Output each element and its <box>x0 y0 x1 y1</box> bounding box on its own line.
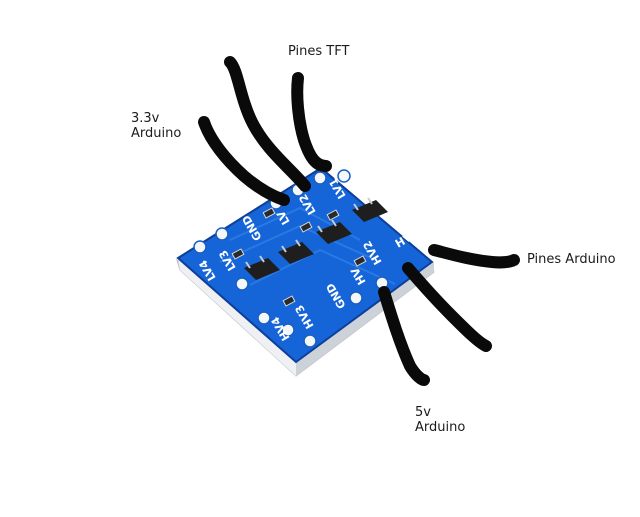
header-pads-bottom <box>281 276 389 348</box>
marker-stroke-pines-arduino <box>428 244 520 269</box>
label-33v-arduino: 3.3v Arduino <box>131 111 181 141</box>
label-pines-arduino: Pines Arduino <box>527 252 616 267</box>
marker-stroke-5v-b <box>402 262 492 352</box>
label-33v-line1: 3.3v <box>131 111 160 126</box>
marker-stroke-tft-b <box>291 72 332 172</box>
mosfets <box>244 200 388 280</box>
label-5v-line2: Arduino <box>415 420 466 435</box>
marker-stroke-tft-a <box>224 56 311 192</box>
silk-label-lv: LV <box>274 208 293 227</box>
board-base <box>176 258 435 377</box>
resistors <box>231 207 367 307</box>
label-pines-tft: Pines TFT <box>288 44 350 59</box>
label-33v-line2: Arduino <box>131 126 182 141</box>
marker-annotations <box>198 56 520 386</box>
label-5v-arduino: 5v Arduino <box>415 405 465 435</box>
header-pads-left <box>193 227 271 325</box>
label-5v-line1: 5v <box>415 405 431 420</box>
marker-stroke-5v-a <box>378 286 430 386</box>
marker-stroke-33v <box>198 116 290 206</box>
mosfet-leads <box>245 197 373 269</box>
